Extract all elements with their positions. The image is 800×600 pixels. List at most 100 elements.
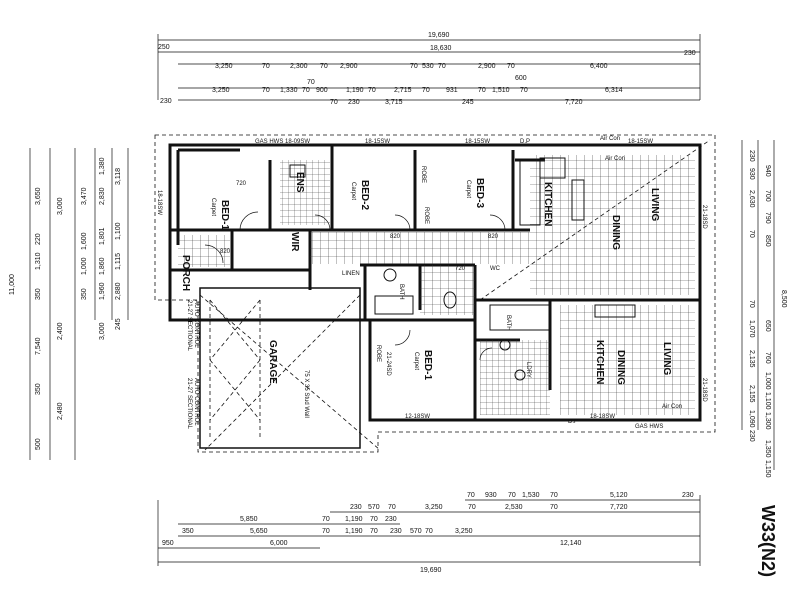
dim-text: 70 — [262, 87, 270, 94]
dim-top-row5-b: 230 — [348, 99, 360, 106]
dim-top-row5-c: 3,715 — [385, 99, 403, 106]
room-floor-bed3: Carpet — [465, 180, 471, 198]
dim-text: 350 — [182, 528, 194, 535]
aircon-label: Air Con — [605, 156, 625, 162]
dim-top-row2-overall: 18,630 — [430, 45, 452, 52]
dim-text: 1,330 — [280, 87, 298, 94]
dim-text: 1,190 — [345, 528, 363, 535]
dim-text: 70 — [368, 87, 376, 94]
dim-right-col2-e: 2,155 — [748, 385, 755, 403]
window-code: 21-18SD — [701, 378, 707, 402]
dim-right-col1-f: 700 — [764, 190, 771, 202]
dim-text: 70 — [507, 63, 515, 70]
dim-left-col1-e: 7,540 — [35, 337, 42, 355]
dim-left-col4-a: 1,380 — [99, 157, 106, 175]
garage-door-note: AUTO CONTROL — [193, 378, 199, 426]
dim-right-col2-f: 760 — [764, 352, 771, 364]
dim-left-col5-b: 1,100 — [115, 222, 122, 240]
dim-text: 2,900 — [478, 63, 496, 70]
dim-left-col5-a: 3,118 — [115, 168, 122, 185]
dim-text: 230 — [682, 492, 694, 499]
dim-text: 900 — [316, 87, 328, 94]
door-size: 720 — [236, 181, 247, 187]
dim-top-row5-e: 7,720 — [565, 99, 583, 106]
dim-top-row3b: 600 — [515, 75, 527, 82]
dim-right-col1-c: 2,630 — [748, 190, 755, 208]
dim-right-bottom-a: 230 — [748, 430, 755, 442]
room-label-robe2: ROBE — [423, 207, 429, 224]
dim-right-col2-h: 1,100 — [764, 392, 771, 410]
dim-left-col2-b: 2,400 — [57, 322, 64, 340]
dim-right-col2-g: 1,000 — [764, 372, 771, 390]
dim-bottom-overall: 19,690 — [420, 567, 442, 574]
dim-right-col2-a: 70 — [748, 300, 755, 308]
dim-left-col4-b: 2,830 — [99, 187, 106, 205]
kitchen-fixtures — [289, 157, 636, 381]
dim-top-row5-left: 230 — [160, 98, 172, 105]
dim-text: 70 — [425, 528, 433, 535]
dim-left-col4-d: 1,860 — [99, 257, 106, 275]
dim-text: 70 — [550, 492, 558, 499]
dim-left-col1-b: 220 — [35, 233, 42, 245]
room-floor-bed2: Carpet — [350, 182, 356, 200]
dim-text: 7,720 — [610, 504, 628, 511]
door-size: 820 — [390, 234, 401, 240]
garage-door-note: AUTO CONTROL — [193, 300, 199, 348]
dim-left-col5-d: 2,880 — [115, 282, 122, 300]
dim-right-bottom-c: 1,150 — [764, 460, 771, 478]
room-label-robe3: ROBE — [375, 345, 381, 362]
window-code: 18-09SW — [285, 139, 310, 145]
dim-top-overall: 19,690 — [428, 32, 450, 39]
room-label-porch: PORCH — [180, 255, 191, 291]
dim-text: 5,120 — [610, 492, 628, 499]
room-label-robe1: ROBE — [420, 166, 426, 183]
dim-text: 70 — [508, 492, 516, 499]
dim-text: 70 — [422, 87, 430, 94]
room-label-ens: ENS — [294, 172, 305, 193]
dim-text: 2,900 — [340, 63, 358, 70]
window-code: 18-18SW — [590, 414, 615, 420]
dim-left-col4-e: 1,960 — [99, 282, 106, 300]
dim-text: 930 — [485, 492, 497, 499]
dim-right-col2-b: 1,070 — [748, 320, 755, 338]
dim-text: 1,530 — [522, 492, 540, 499]
dim-top-row2-right: 230 — [684, 50, 696, 57]
dim-text: 70 — [322, 516, 330, 523]
dim-text: 6,400 — [590, 63, 608, 70]
dim-text: 2,300 — [290, 63, 308, 70]
room-label-wir: WIR — [289, 232, 300, 252]
dim-text: 70 — [438, 63, 446, 70]
dim-left-col1-g: 500 — [35, 438, 42, 450]
gas-meter-label: GAS HWS — [255, 139, 283, 145]
room-label-wc: WC — [490, 266, 501, 272]
room-label-garage: GARAGE — [267, 340, 278, 384]
right-dimension-lines: 230 930 2,630 70 940 700 790 850 70 1,07… — [741, 140, 787, 478]
aircon-label: Air Con — [662, 404, 682, 410]
garage-wall-note: 75 X 35 Stud Wall — [303, 370, 309, 418]
room-label-living2: LIVING — [661, 342, 672, 376]
dim-left-col4-f: 3,000 — [99, 322, 106, 340]
dim-text: 6,314 — [605, 87, 623, 94]
dim-left-col3-a: 3,470 — [81, 187, 88, 205]
dim-top-row5-a: 70 — [330, 99, 338, 106]
room-label-dining: DINING — [610, 215, 621, 250]
dim-text: 70 — [520, 87, 528, 94]
dim-text: 70 — [478, 87, 486, 94]
room-label-bed2: BED-2 — [359, 180, 370, 210]
room-label-bath: BATH — [505, 315, 511, 331]
dim-right-col1-b: 930 — [748, 168, 755, 180]
dim-right-col1-g: 790 — [764, 212, 771, 224]
dim-text: 2,715 — [394, 87, 412, 94]
room-label-linen: LINEN — [342, 271, 360, 277]
dim-text: 931 — [446, 87, 458, 94]
dim-right-col1-h: 850 — [764, 235, 771, 247]
dim-top-row4-sub: 70 — [307, 79, 315, 86]
room-label-kitchen2: KITCHEN — [594, 340, 605, 384]
dim-text: 230 — [385, 516, 397, 523]
dim-text: 6,000 — [270, 540, 288, 547]
dim-text: 70 — [550, 504, 558, 511]
dim-left-overall: 11,000 — [9, 274, 16, 295]
dim-text: 70 — [370, 516, 378, 523]
dim-text: 70 — [370, 528, 378, 535]
dim-text: 1,190 — [345, 516, 363, 523]
